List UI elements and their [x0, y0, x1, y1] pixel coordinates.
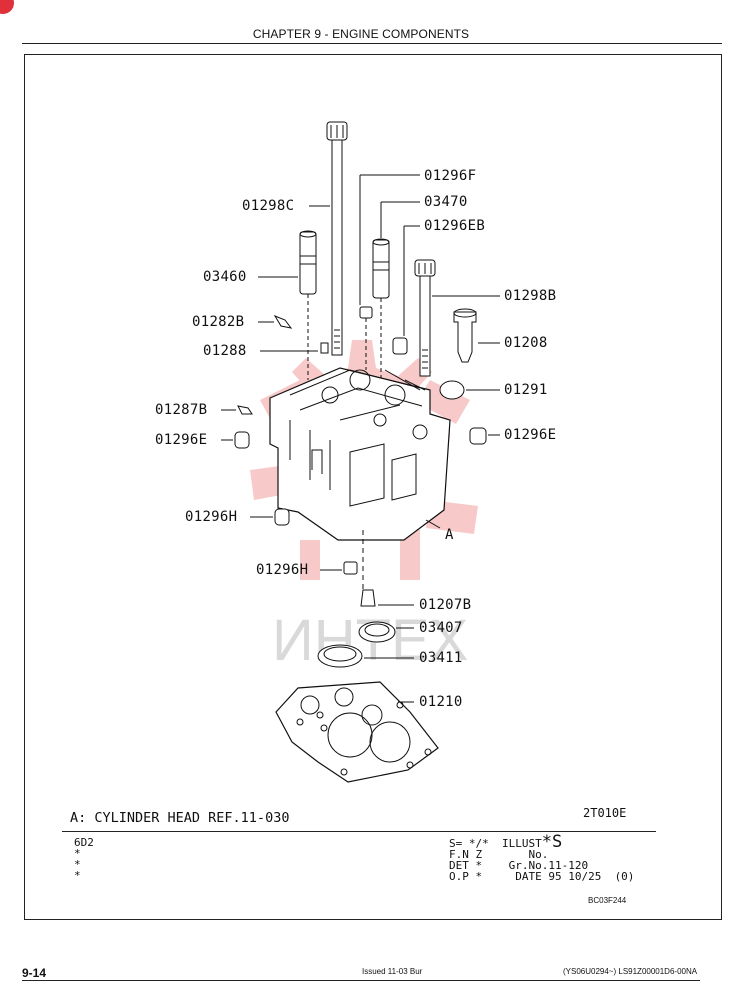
- part-label-01288: 01288: [203, 343, 247, 359]
- part-label-01296E-left: 01296E: [155, 432, 208, 448]
- footer-rule: [22, 980, 700, 981]
- part-label-01296EB: 01296EB: [424, 218, 486, 234]
- model-code: 6D2: [74, 836, 94, 849]
- fnz-line: F.N Z No.: [449, 848, 549, 861]
- part-label-01282B: 01282B: [192, 314, 245, 330]
- asterisk-2: *: [74, 858, 81, 871]
- part-label-03411: 03411: [419, 650, 463, 666]
- asterisk-3: *: [74, 869, 81, 882]
- diagram-caption: A: CYLINDER HEAD REF.11-030: [70, 810, 290, 826]
- illust-symbol: *S: [541, 832, 563, 852]
- illustration-code: 2T010E: [583, 806, 627, 820]
- part-label-01208: 01208: [504, 335, 548, 351]
- illustration-number: BC03F244: [588, 896, 627, 905]
- header-rule: [22, 43, 722, 44]
- chapter-title: CHAPTER 9 - ENGINE COMPONENTS: [252, 27, 470, 41]
- issued-info: Issued 11-03 Bur: [362, 967, 423, 976]
- diagram-frame: [24, 54, 722, 920]
- part-label-01210: 01210: [419, 694, 463, 710]
- part-label-01287B: 01287B: [155, 402, 208, 418]
- illust-label: S= */* ILLUST: [449, 837, 542, 850]
- asterisk-1: *: [74, 847, 81, 860]
- part-label-01291: 01291: [504, 382, 548, 398]
- part-label-01296H-lower: 01296H: [256, 562, 309, 578]
- part-label-01298C: 01298C: [242, 198, 295, 214]
- part-label-03407: 03407: [419, 620, 463, 636]
- part-label-01296H-upper: 01296H: [185, 509, 238, 525]
- document-reference: (YS06U0294~) LS91Z00001D6-00NA: [563, 967, 698, 976]
- part-label-01207B: 01207B: [419, 597, 472, 613]
- part-label-01296E-right: 01296E: [504, 427, 557, 443]
- info-separator: [62, 831, 656, 832]
- part-label-A: A: [445, 527, 454, 543]
- info-left-block: 6D2 * * *: [74, 837, 94, 881]
- det-line: DET * Gr.No.11-120: [449, 859, 589, 872]
- page-number: 9-14: [22, 966, 47, 980]
- info-right-block: S= */* ILLUST*S F.N Z No. DET * Gr.No.11…: [449, 834, 635, 883]
- part-label-03470: 03470: [424, 194, 468, 210]
- part-label-03460: 03460: [203, 269, 247, 285]
- illust-line: S= */* ILLUST*S: [449, 834, 634, 851]
- op-line: O.P * DATE 95 10/25 (0): [449, 870, 635, 883]
- corner-badge: [0, 0, 14, 14]
- part-label-01296F: 01296F: [424, 168, 477, 184]
- part-label-01298B: 01298B: [504, 288, 557, 304]
